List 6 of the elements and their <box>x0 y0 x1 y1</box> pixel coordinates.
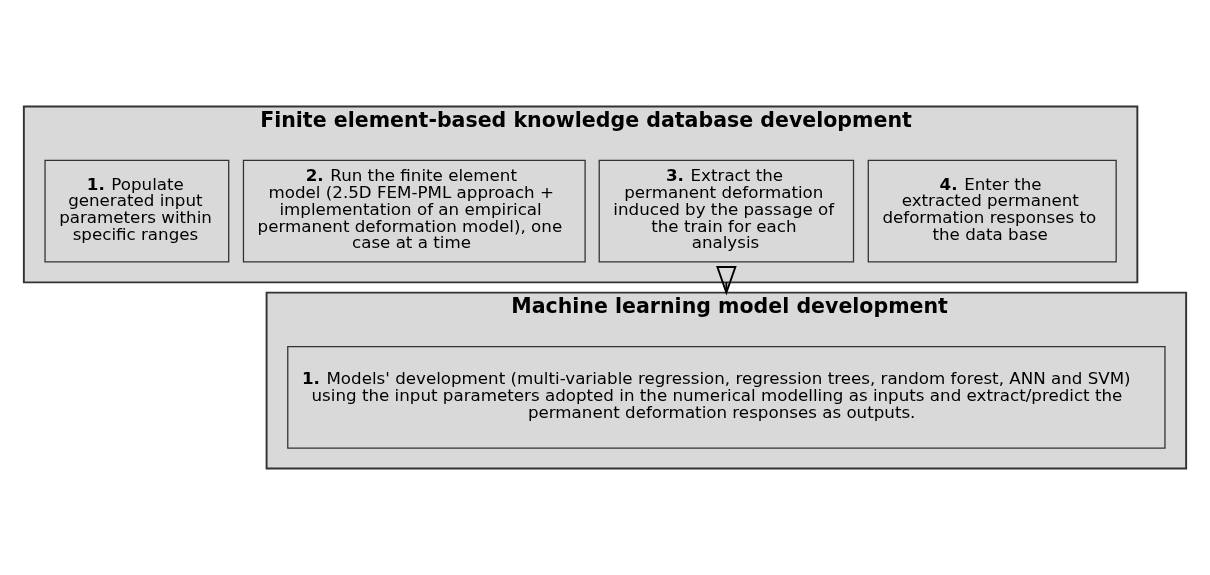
node-box: 3. Extract the permanent deformation induced by the passage of the train for each analysis <box>598 159 855 263</box>
node-box: 2. Run the finite element model (2.5D FEM-PML approach + implementation of an empirical permanent deformation model), one case at a time <box>242 159 586 263</box>
node-box: 1. Models' development (multi-variable regression, regression trees, random forest, ANN and SVM) using the input parameters adopted in the numerical modelling as inputs and extract/predict the permanent deformation responses as outputs. <box>287 345 1166 449</box>
node-box: 4. Enter the extracted permanent deformation responses to the data base <box>867 159 1117 263</box>
node-box: 1. Populate generated input parameters within specific ranges <box>44 159 230 263</box>
arrow <box>716 266 737 296</box>
